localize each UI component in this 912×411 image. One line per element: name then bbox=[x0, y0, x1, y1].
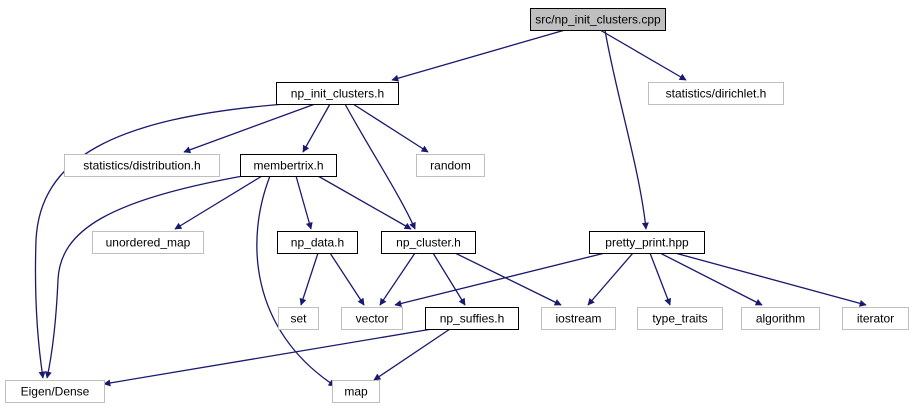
node-npcluster[interactable]: np_cluster.h bbox=[381, 231, 476, 254]
node-typetraits: type_traits bbox=[637, 307, 723, 330]
node-dirichlet: statistics/dirichlet.h bbox=[648, 82, 784, 105]
node-box bbox=[842, 307, 909, 330]
node-unordered: unordered_map bbox=[92, 231, 204, 254]
edge-npcluster-to-vector bbox=[379, 252, 416, 306]
edge-npdata-to-set bbox=[299, 252, 319, 306]
node-npdata[interactable]: np_data.h bbox=[277, 231, 358, 254]
node-label: random bbox=[430, 159, 471, 173]
node-label: np_suffies.h bbox=[440, 312, 505, 326]
node-pretty[interactable]: pretty_print.hpp bbox=[589, 231, 705, 254]
node-box bbox=[240, 154, 337, 177]
edge-membertrix-to-unordered bbox=[174, 175, 263, 230]
node-vector: vector bbox=[341, 307, 403, 330]
node-box bbox=[64, 154, 220, 177]
edge-pretty-to-algorithm bbox=[659, 252, 763, 306]
node-label: set bbox=[290, 312, 307, 326]
node-label: membertrix.h bbox=[253, 159, 323, 173]
edge-pretty-to-vector bbox=[394, 252, 606, 307]
node-box bbox=[541, 307, 616, 330]
node-label: Eigen/Dense bbox=[21, 385, 90, 399]
node-box bbox=[381, 231, 476, 254]
node-random: random bbox=[416, 154, 485, 177]
node-label: np_cluster.h bbox=[396, 236, 461, 250]
node-label: statistics/distribution.h bbox=[83, 159, 200, 173]
node-box bbox=[637, 307, 723, 330]
edge-npcluster-to-npsuffies bbox=[432, 252, 466, 306]
edge-npic-to-membertrix bbox=[302, 103, 331, 153]
node-box bbox=[92, 231, 204, 254]
node-label: iterator bbox=[857, 312, 894, 326]
node-iterator: iterator bbox=[842, 307, 909, 330]
node-label: vector bbox=[356, 312, 389, 326]
edge-membertrix-to-npcluster bbox=[317, 175, 412, 230]
node-label: unordered_map bbox=[106, 236, 191, 250]
node-npic[interactable]: np_init_clusters.h bbox=[276, 82, 399, 105]
edge-npcluster-to-iostream bbox=[454, 252, 562, 306]
node-box bbox=[416, 154, 485, 177]
edge-npsuffies-to-map bbox=[373, 328, 451, 381]
node-box bbox=[741, 307, 820, 330]
node-root[interactable]: src/np_init_clusters.cpp bbox=[530, 8, 666, 31]
node-box bbox=[278, 307, 319, 330]
node-label: type_traits bbox=[652, 312, 707, 326]
node-box bbox=[276, 82, 399, 105]
node-label: src/np_init_clusters.cpp bbox=[535, 13, 661, 27]
edge-npic-to-eigen bbox=[34, 103, 286, 379]
node-label: np_init_clusters.h bbox=[291, 87, 384, 101]
node-box bbox=[648, 82, 784, 105]
edge-root-to-pretty bbox=[604, 29, 649, 230]
edge-membertrix-to-npdata bbox=[295, 175, 313, 230]
edge-pretty-to-iterator bbox=[674, 252, 867, 307]
node-membertrix[interactable]: membertrix.h bbox=[240, 154, 337, 177]
edge-npic-to-npcluster bbox=[344, 103, 416, 230]
node-box bbox=[530, 8, 666, 31]
node-label: pretty_print.hpp bbox=[605, 236, 689, 250]
node-label: map bbox=[344, 385, 368, 399]
node-box bbox=[5, 380, 105, 403]
node-box bbox=[332, 380, 380, 403]
node-label: np_data.h bbox=[291, 236, 344, 250]
edge-root-to-dirichlet bbox=[599, 29, 687, 81]
node-set: set bbox=[278, 307, 319, 330]
nodes-layer: src/np_init_clusters.cpp np_init_clusters… bbox=[5, 8, 909, 403]
edges-layer bbox=[34, 29, 867, 387]
edge-npsuffies-to-eigen bbox=[103, 328, 433, 387]
node-eigen: Eigen/Dense bbox=[5, 380, 105, 403]
node-map: map bbox=[332, 380, 380, 403]
node-box bbox=[277, 231, 358, 254]
node-label: iostream bbox=[555, 312, 601, 326]
node-label: statistics/dirichlet.h bbox=[666, 87, 767, 101]
node-npsuffies[interactable]: np_suffies.h bbox=[425, 307, 519, 330]
node-box bbox=[425, 307, 519, 330]
edge-membertrix-to-map bbox=[256, 175, 336, 387]
edge-pretty-to-iostream bbox=[587, 252, 634, 306]
node-iostream: iostream bbox=[541, 307, 616, 330]
node-label: algorithm bbox=[756, 312, 805, 326]
edge-npic-to-distribution bbox=[183, 103, 316, 154]
node-box bbox=[341, 307, 403, 330]
edge-pretty-to-typetraits bbox=[649, 252, 672, 306]
node-distribution: statistics/distribution.h bbox=[64, 154, 220, 177]
node-algorithm: algorithm bbox=[741, 307, 820, 330]
node-box bbox=[589, 231, 705, 254]
edge-npdata-to-vector bbox=[329, 252, 365, 306]
edge-npic-to-random bbox=[352, 103, 429, 153]
edge-membertrix-to-eigen bbox=[44, 175, 244, 379]
edge-root-to-npic bbox=[391, 29, 566, 82]
